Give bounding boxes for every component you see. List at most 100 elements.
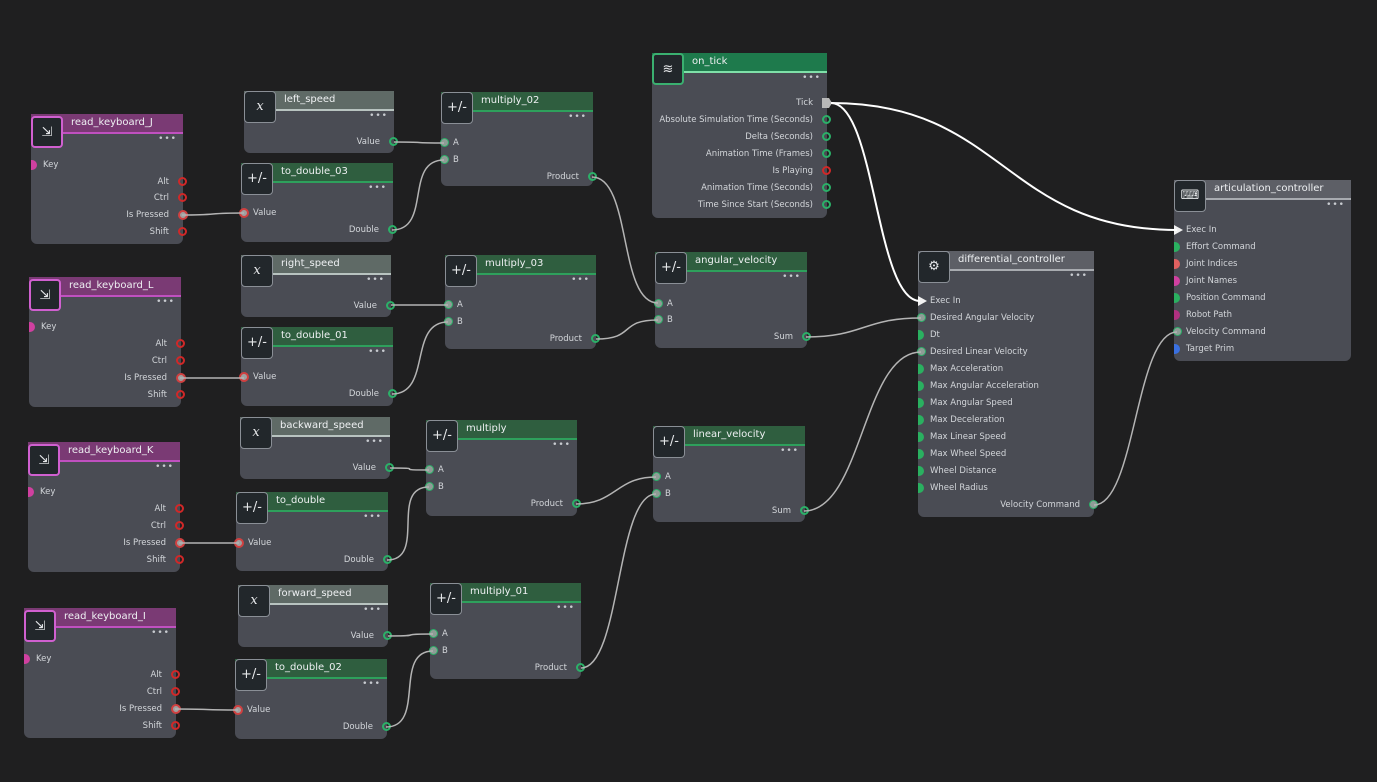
shift-port-icon[interactable]	[171, 721, 180, 730]
port-product[interactable]: Product	[441, 170, 597, 184]
exec-in-port-icon[interactable]	[1174, 225, 1183, 235]
exec-wire-tick-to-differential[interactable]	[830, 102, 921, 302]
node-forward-speed[interactable]: forward_speed x ••• Value	[238, 585, 392, 647]
alt-port-icon[interactable]	[175, 504, 184, 513]
ctrl-port-icon[interactable]	[178, 193, 187, 202]
more-options-button[interactable]: •••	[556, 603, 575, 613]
node-multiply-01[interactable]: multiply_01 +/- ••• A B Product	[429, 583, 585, 679]
port-position-command[interactable]: Position Command	[1174, 291, 1351, 305]
more-options-button[interactable]: •••	[802, 73, 821, 83]
b-port-icon[interactable]	[652, 489, 661, 498]
b-port-icon[interactable]	[654, 315, 663, 324]
wire-to-double-to-multiply[interactable]	[386, 486, 430, 561]
input-port-icon[interactable]	[918, 432, 924, 442]
port-double-out[interactable]: Double	[236, 553, 392, 567]
output-port-icon[interactable]	[822, 149, 831, 158]
port-is-pressed[interactable]: Is Pressed	[31, 208, 188, 222]
port-ctrl[interactable]: Ctrl	[31, 191, 187, 205]
input-port-icon[interactable]	[918, 466, 924, 476]
key-port-icon[interactable]	[24, 654, 30, 664]
port-double-out[interactable]: Double	[241, 387, 397, 401]
a-port-icon[interactable]	[444, 300, 453, 309]
input-port-icon[interactable]	[918, 398, 924, 408]
input-port-icon[interactable]	[1174, 310, 1180, 320]
port-value-out[interactable]: Value	[238, 629, 392, 643]
wire-multiply-03-to-angular-velocity[interactable]	[595, 319, 659, 340]
port-max-linear-speed[interactable]: Max Linear Speed	[918, 430, 1094, 444]
wire-to-double-02-to-multiply-01[interactable]	[385, 650, 434, 728]
input-port-icon[interactable]	[918, 415, 924, 425]
b-port-icon[interactable]	[440, 155, 449, 164]
wire-backward-speed-to-multiply[interactable]	[389, 467, 430, 471]
more-options-button[interactable]: •••	[151, 628, 170, 638]
product-port-icon[interactable]	[572, 499, 581, 508]
key-port-icon[interactable]	[28, 487, 34, 497]
port-is-playing[interactable]: Is Playing	[652, 164, 831, 178]
port-b[interactable]: B	[652, 487, 805, 501]
more-options-button[interactable]: •••	[368, 183, 387, 193]
input-port-icon[interactable]	[1174, 242, 1180, 252]
port-wheel-distance[interactable]: Wheel Distance	[918, 464, 1094, 478]
output-port-icon[interactable]	[1089, 500, 1098, 509]
more-options-button[interactable]: •••	[368, 347, 387, 357]
port-value-in[interactable]: Value	[239, 206, 393, 220]
port-key[interactable]: Key	[29, 320, 181, 334]
port-tick[interactable]: Tick	[652, 96, 832, 110]
node-articulation-controller[interactable]: articulation_controller ⌨ ••• Exec In Ef…	[1173, 180, 1351, 361]
is-pressed-port-icon[interactable]	[178, 210, 188, 220]
value-port-icon[interactable]	[389, 137, 398, 146]
node-read-keyboard-i[interactable]: read_keyboard_I ⇲ ••• Key Alt Ctrl Is Pr…	[24, 608, 181, 738]
port-shift[interactable]: Shift	[29, 388, 185, 402]
port-a[interactable]: A	[444, 298, 596, 312]
node-read-keyboard-j[interactable]: read_keyboard_J ⇲ ••• Key Alt Ctrl Is Pr…	[31, 114, 188, 244]
more-options-button[interactable]: •••	[156, 297, 175, 307]
key-port-icon[interactable]	[31, 160, 37, 170]
shift-port-icon[interactable]	[175, 555, 184, 564]
port-product[interactable]: Product	[426, 497, 581, 511]
input-port-icon[interactable]	[918, 381, 924, 391]
wire-keyboard-j-to-double-03[interactable]	[181, 212, 245, 216]
port-ctrl[interactable]: Ctrl	[29, 354, 185, 368]
node-multiply-02[interactable]: multiply_02 +/- ••• A B Product	[440, 92, 597, 186]
wire-differential-to-articulation[interactable]	[1093, 331, 1178, 506]
input-port-icon[interactable]	[918, 449, 924, 459]
port-velocity-command-in[interactable]: Velocity Command	[1173, 325, 1351, 339]
more-options-button[interactable]: •••	[571, 275, 590, 285]
input-port-icon[interactable]	[1174, 344, 1180, 354]
input-port-icon[interactable]	[917, 313, 926, 322]
node-read-keyboard-l[interactable]: read_keyboard_L ⇲ ••• Key Alt Ctrl Is Pr…	[29, 277, 186, 407]
wire-angular-velocity-to-differential[interactable]	[805, 317, 922, 338]
more-options-button[interactable]: •••	[363, 512, 382, 522]
exec-wire-tick-to-articulation[interactable]	[830, 102, 1178, 231]
product-port-icon[interactable]	[588, 172, 597, 181]
node-multiply-03[interactable]: multiply_03 +/- ••• A B Product	[444, 255, 600, 349]
node-angular-velocity[interactable]: angular_velocity +/- ••• A B Sum	[654, 252, 811, 348]
more-options-button[interactable]: •••	[369, 111, 388, 121]
output-port-icon[interactable]	[822, 200, 831, 209]
product-port-icon[interactable]	[576, 663, 585, 672]
wire-left-speed-to-multiply-02[interactable]	[393, 141, 445, 144]
input-port-icon[interactable]	[918, 364, 924, 374]
wire-multiply-to-linear-velocity[interactable]	[575, 476, 657, 505]
port-is-pressed[interactable]: Is Pressed	[29, 371, 186, 385]
shift-port-icon[interactable]	[178, 227, 187, 236]
port-alt[interactable]: Alt	[24, 668, 180, 682]
input-port-icon[interactable]	[918, 483, 924, 493]
port-a[interactable]: A	[440, 136, 593, 150]
port-wheel-radius[interactable]: Wheel Radius	[918, 481, 1094, 495]
port-double-out[interactable]: Double	[235, 720, 391, 734]
port-alt[interactable]: Alt	[29, 337, 185, 351]
input-port-icon[interactable]	[1173, 327, 1182, 336]
port-velocity-command-out[interactable]: Velocity Command	[918, 498, 1098, 512]
ctrl-port-icon[interactable]	[171, 687, 180, 696]
wire-to-double-03-to-multiply-02[interactable]	[391, 159, 445, 231]
port-key[interactable]: Key	[24, 652, 176, 666]
value-port-icon[interactable]	[386, 301, 395, 310]
double-port-icon[interactable]	[388, 225, 397, 234]
node-to-double-02[interactable]: to_double_02 +/- ••• Value Double	[233, 659, 391, 739]
port-shift[interactable]: Shift	[24, 719, 180, 733]
output-port-icon[interactable]	[822, 183, 831, 192]
input-port-icon[interactable]	[917, 347, 926, 356]
wire-multiply-01-to-linear-velocity[interactable]	[580, 493, 657, 669]
node-differential-controller[interactable]: differential_controller ⚙ ••• Exec In De…	[917, 251, 1098, 517]
